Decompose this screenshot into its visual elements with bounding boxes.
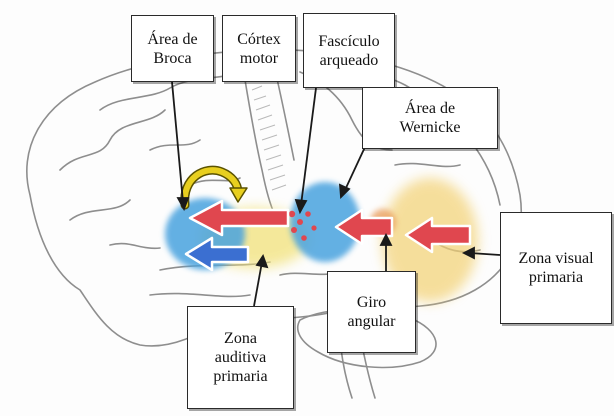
motor-cortex-label: Córtex motor: [222, 15, 296, 82]
primary-auditory-zone-label: Zona auditiva primaria: [187, 306, 294, 409]
angular-gyrus-label: Giro angular: [327, 271, 416, 353]
primary-visual-zone-label: Zona visual primaria: [500, 212, 612, 324]
wernicke-label: Área de Wernicke: [362, 87, 498, 149]
arcuate-fasciculus-label: Fascículo arqueado: [303, 13, 395, 88]
motor-cortex-texture: [252, 86, 286, 190]
broca-label: Área de Broca: [131, 15, 214, 82]
